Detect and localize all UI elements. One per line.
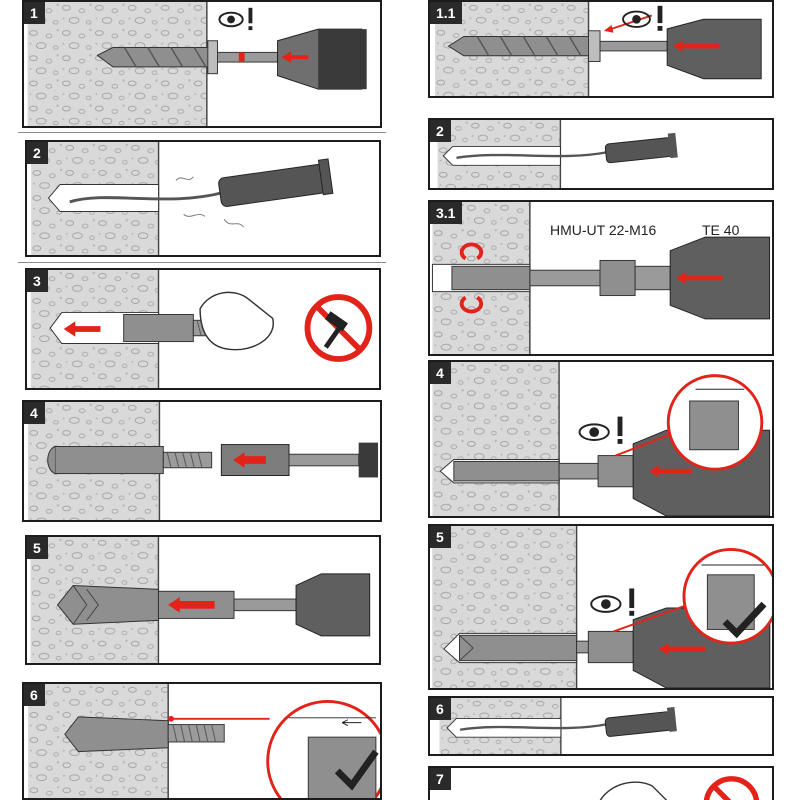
step-panel-1: 1 [22,0,382,128]
step-panel-3: 3 [25,268,381,390]
step-number: 7 [430,768,451,790]
step-number: 2 [430,120,451,142]
step-panel-3-1: 3.1 HMU-UT 22-M16 TE 40 [428,200,774,356]
drilling-depth-illustration [430,2,772,96]
insert-anchor-illustration [27,270,379,388]
blowout-illustration [27,142,379,255]
step-number: 1.1 [430,2,462,24]
step-number: 1 [24,2,45,24]
drilling-illustration [24,2,380,126]
step-panel-4-right: 4 [428,360,774,518]
step-number: 6 [430,698,451,720]
step-number: 5 [430,526,451,548]
setting-check-illustration [430,362,772,516]
step-number: 6 [24,684,45,706]
final-setting-illustration [430,526,772,688]
setting-tool-illustration [24,402,380,520]
step-panel-6: 6 [22,682,382,800]
step-number: 4 [24,402,45,424]
step-number: 3 [27,270,48,292]
separator [18,262,386,263]
step-number: 3.1 [430,202,462,224]
step-panel-7-right: 7 [428,766,774,800]
check-illustration [24,684,380,798]
step-number: 2 [27,142,48,164]
expansion-illustration [27,537,379,663]
step-panel-5: 5 [25,535,381,665]
separator [18,132,386,133]
step-panel-2: 2 [25,140,381,257]
step-panel-5-right: 5 [428,524,774,690]
step-panel-6-right: 6 [428,696,774,756]
step-panel-1-1: 1.1 [428,0,774,98]
step-panel-4: 4 [22,400,382,522]
tool-model-label: HMU-UT 22-M16 [550,222,656,238]
blowout-illustration [430,120,772,188]
cleaning-illustration [430,698,772,754]
no-hammer-illustration [430,768,772,800]
step-number: 5 [27,537,48,559]
drill-model-label: TE 40 [702,222,739,238]
step-number: 4 [430,362,451,384]
step-panel-2-right: 2 [428,118,774,190]
